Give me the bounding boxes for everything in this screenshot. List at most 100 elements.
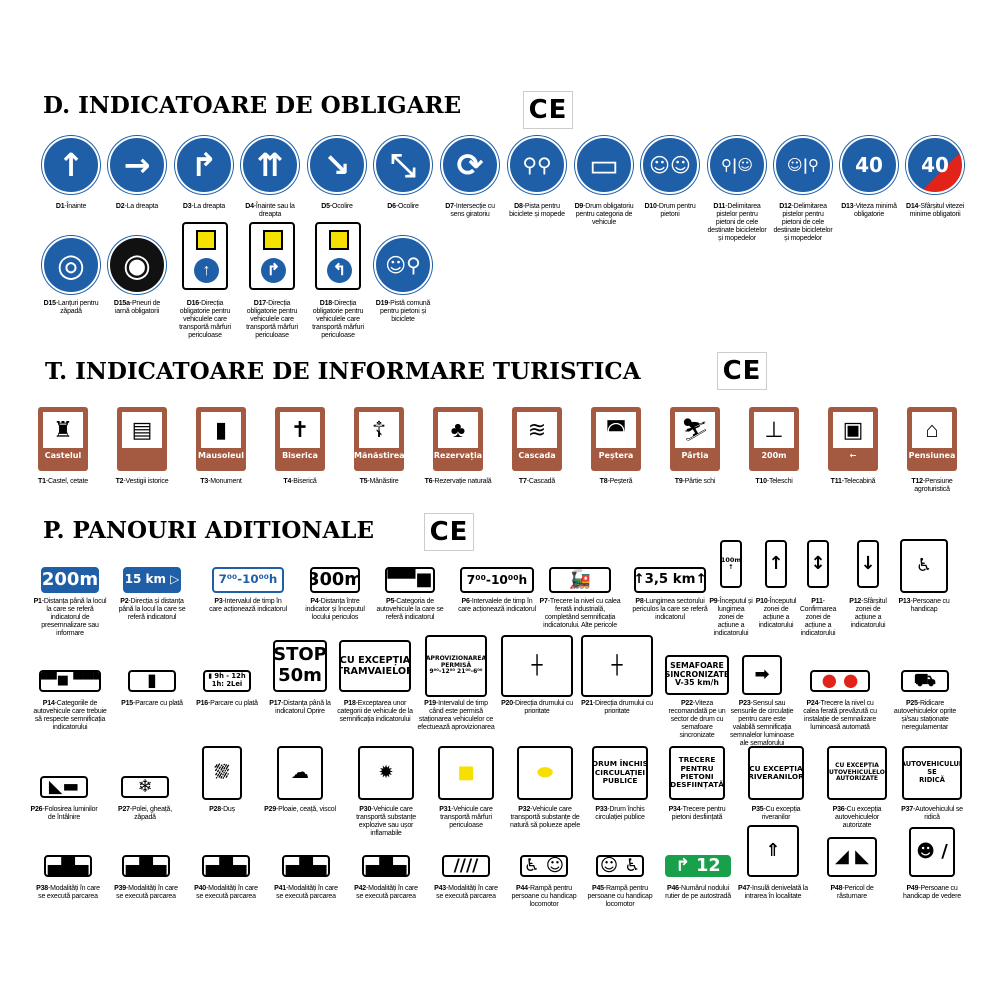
sign-label: Peștera <box>598 451 634 460</box>
sign-caption: T9-Pârtie schi <box>657 478 733 486</box>
sign-code: P34 <box>668 806 681 813</box>
sign-caption-text: -Lungimea sectorului periculos la care s… <box>632 598 708 621</box>
sign-d10: ☺☺ <box>641 136 699 194</box>
sign-code: P35 <box>751 806 764 813</box>
min-speed-icon: 40 <box>855 153 883 177</box>
sign-d18: ↰ <box>315 222 361 290</box>
sign-label: ← <box>849 451 857 460</box>
sign-code: P20 <box>501 700 513 707</box>
sign-caption-text: -Modalități în care se execută parcarea <box>196 885 258 900</box>
sign-caption-text: -Pista pentru biciclete și mopede <box>509 203 565 218</box>
sign-text-line: ⛆ <box>214 761 230 783</box>
sign-t7: ≋Cascada <box>512 407 562 471</box>
sign-p29: ☁ <box>277 746 323 800</box>
sign-caption: T2-Vestigii istorice <box>104 478 180 486</box>
straight-or-right-icon: ⇈ <box>256 146 284 184</box>
section-title-t: T. INDICATOARE DE INFORMARE TURISTICA <box>45 358 641 385</box>
sign-caption-text: -Teleschi <box>766 478 793 485</box>
sign-text-line: ■ <box>457 761 475 783</box>
sign-caption: P49-Persoane cu handicap de vedere <box>896 885 968 901</box>
sign-code: P7 <box>539 598 548 605</box>
sign-caption-text: -Trecere la nivel cu calea ferată indust… <box>543 598 621 629</box>
sign-caption-text: -Numărul nodului rutier de pe autostradă <box>665 885 731 900</box>
bypass-both-icon: ⤡ <box>390 145 416 184</box>
sign-text-line: ↑ <box>728 563 734 571</box>
sign-code: D4 <box>245 203 254 210</box>
sign-caption: T3-Monument <box>183 478 259 486</box>
sign-d14: 40 <box>906 136 964 194</box>
sign-d7: ⟳ <box>441 136 499 194</box>
sign-label: Pensiunea <box>908 451 956 460</box>
sign-caption: P32-Vehicule care transportă substanțe d… <box>509 806 581 830</box>
sign-caption: P43-Modalități în care se execută parcar… <box>430 885 502 901</box>
sign-caption: D16-Direcția obligatorie pentru vehicule… <box>174 300 236 340</box>
monument-icon: ▮ <box>201 412 241 448</box>
sign-text-line: ❄ <box>137 776 153 797</box>
sign-caption-text: -Persoane cu handicap <box>910 598 950 613</box>
sign-code: T2 <box>115 478 124 485</box>
sign-caption-text: -Distanța între indicator și începutul l… <box>305 598 365 621</box>
sign-text-line: ┼ <box>531 654 543 676</box>
sign-code: P2 <box>120 598 129 605</box>
monastery-icon: ☦ <box>359 412 399 448</box>
sign-text-line: ▀▀■ ▀▀▀ <box>39 672 101 688</box>
sign-p26: ◣▬ <box>40 776 88 798</box>
sign-code: P6 <box>461 598 470 605</box>
sign-caption: P30-Vehicule care transportă substanțe e… <box>350 806 422 838</box>
sign-text-line: ➡ <box>754 663 770 685</box>
sign-caption-text: -Distanța până la locul la care se refer… <box>41 598 107 637</box>
sign-text-line: PUBLICE <box>602 776 638 786</box>
sign-caption-text: -Direcția obligatorie pentru vehiculele … <box>179 300 231 339</box>
sign-caption-text: -Vestigii istorice <box>123 478 169 485</box>
sign-caption-text: -Cascadă <box>526 478 556 485</box>
sign-caption: P38-Modalități în care se execută parcar… <box>32 885 104 901</box>
sign-caption: P7-Trecere la nivel cu calea ferată indu… <box>538 598 622 630</box>
sign-label: Rezervația <box>433 451 483 460</box>
sign-t8: ◚Peștera <box>591 407 641 471</box>
sign-caption-text: -Duș <box>220 806 235 813</box>
sign-caption: P14-Categoriile de autovehicule care tre… <box>31 700 109 732</box>
sign-text-line: STOP <box>273 644 327 666</box>
sign-caption: D9-Drum obligatoriu pentru categoria de … <box>573 203 635 227</box>
sign-caption: P5-Categoria de autovehicule la care se … <box>374 598 446 622</box>
sign-code: P39 <box>114 885 126 892</box>
sign-caption: D18-Direcția obligatorie pentru vehicule… <box>307 300 369 340</box>
hazmat-left-icon: ↰ <box>327 258 352 283</box>
sign-code: P8 <box>635 598 644 605</box>
sign-p8: ↑3,5 km↑ <box>634 567 706 593</box>
sign-caption: D3-La dreapta <box>173 203 235 211</box>
sign-code: P40 <box>194 885 206 892</box>
sign-text-line: ↑3,5 km↑ <box>634 572 706 588</box>
sign-caption-text: -Categoria de autovehicule la care se re… <box>376 598 444 621</box>
sign-text-line: ▄█▄ <box>365 855 407 876</box>
sign-d13: 40 <box>840 136 898 194</box>
sign-d3: ↱ <box>175 136 233 194</box>
sign-code: P42 <box>354 885 366 892</box>
sign-p2: 15 km ▷ <box>123 567 181 593</box>
sign-text-line: ▀▀■ <box>387 568 433 590</box>
sign-text-line: SINCRONIZATE <box>665 669 729 679</box>
sign-caption: P24-Trecere la nivel cu calea ferată pre… <box>800 700 880 732</box>
sign-p30: ✹ <box>358 746 414 800</box>
sign-caption: P10-Începutul zonei de acțiune a indicat… <box>755 598 797 630</box>
sign-caption-text: -Mănăstire <box>367 478 399 485</box>
sign-caption-text: -Parcare cu plată <box>207 700 258 707</box>
sign-caption-text: -Pârtie schi <box>682 478 716 485</box>
sign-caption: P16-Parcare cu plată <box>192 700 262 708</box>
sign-p28: ⛆ <box>202 746 242 800</box>
sign-text-line: CU EXCEPȚIA <box>749 763 803 773</box>
sign-p27: ❄ <box>121 776 169 798</box>
sign-code: D13 <box>841 203 854 210</box>
sign-caption-text: -Delimitarea pistelor pentru pietoni de … <box>707 203 767 242</box>
sign-p9: 100m↑ <box>720 540 742 588</box>
sign-text-line: ◣▬ <box>48 776 80 797</box>
sign-caption-text: -Biserică <box>291 478 317 485</box>
ce-mark: CE <box>717 352 767 390</box>
sign-caption-text: -Categoriile de autovehicule care trebui… <box>33 700 107 731</box>
sign-text-line: ☺ ♿ <box>599 855 641 876</box>
ce-mark: CE <box>523 91 573 129</box>
sign-text-line: ⛟ <box>913 670 937 691</box>
sign-code: P19 <box>424 700 436 707</box>
